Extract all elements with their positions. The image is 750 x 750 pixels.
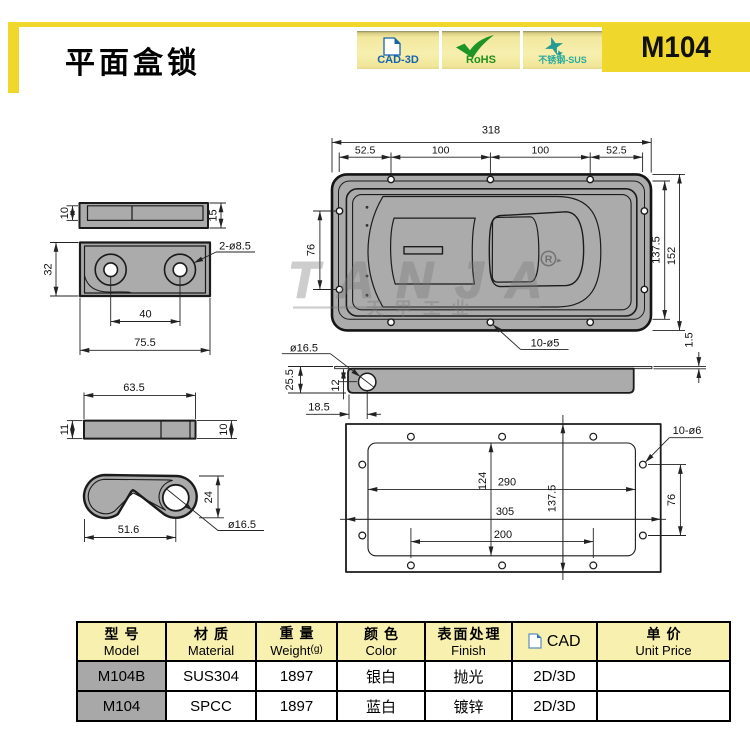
- svg-text:305: 305: [496, 506, 514, 518]
- svg-text:52.5: 52.5: [606, 145, 627, 157]
- svg-text:ø16.5: ø16.5: [228, 519, 256, 531]
- svg-text:75.5: 75.5: [134, 337, 155, 349]
- svg-text:R: R: [545, 254, 553, 266]
- svg-text:12: 12: [330, 379, 342, 391]
- svg-text:10-ø6: 10-ø6: [673, 425, 702, 437]
- svg-text:11: 11: [59, 424, 71, 435]
- svg-text:40: 40: [139, 309, 151, 321]
- svg-text:10: 10: [218, 423, 230, 435]
- svg-text:ø16.5: ø16.5: [290, 343, 318, 355]
- svg-text:24: 24: [203, 491, 215, 503]
- svg-text:63.5: 63.5: [123, 382, 144, 394]
- svg-text:天甲工业: 天甲工业: [366, 299, 480, 319]
- svg-text:100: 100: [532, 145, 550, 157]
- svg-text:18.5: 18.5: [308, 402, 329, 414]
- svg-text:10-ø5: 10-ø5: [531, 338, 560, 350]
- svg-text:137.5: 137.5: [651, 236, 663, 264]
- svg-text:290: 290: [498, 477, 516, 489]
- svg-text:15: 15: [208, 209, 220, 221]
- svg-text:2-ø8.5: 2-ø8.5: [219, 241, 251, 253]
- svg-text:1.5: 1.5: [684, 332, 696, 347]
- svg-text:76: 76: [666, 494, 678, 506]
- svg-text:52.5: 52.5: [355, 145, 376, 157]
- svg-text:25.5: 25.5: [284, 369, 296, 390]
- svg-text:100: 100: [432, 145, 450, 157]
- svg-text:TANJA: TANJA: [288, 252, 564, 309]
- svg-text:152: 152: [666, 247, 678, 265]
- svg-text:318: 318: [482, 125, 500, 137]
- svg-text:76: 76: [306, 244, 318, 256]
- svg-text:137.5: 137.5: [547, 485, 559, 513]
- svg-text:51.6: 51.6: [118, 524, 139, 536]
- svg-text:10: 10: [59, 207, 71, 219]
- svg-text:200: 200: [494, 529, 512, 541]
- svg-text:32: 32: [43, 263, 55, 275]
- svg-text:124: 124: [477, 472, 489, 490]
